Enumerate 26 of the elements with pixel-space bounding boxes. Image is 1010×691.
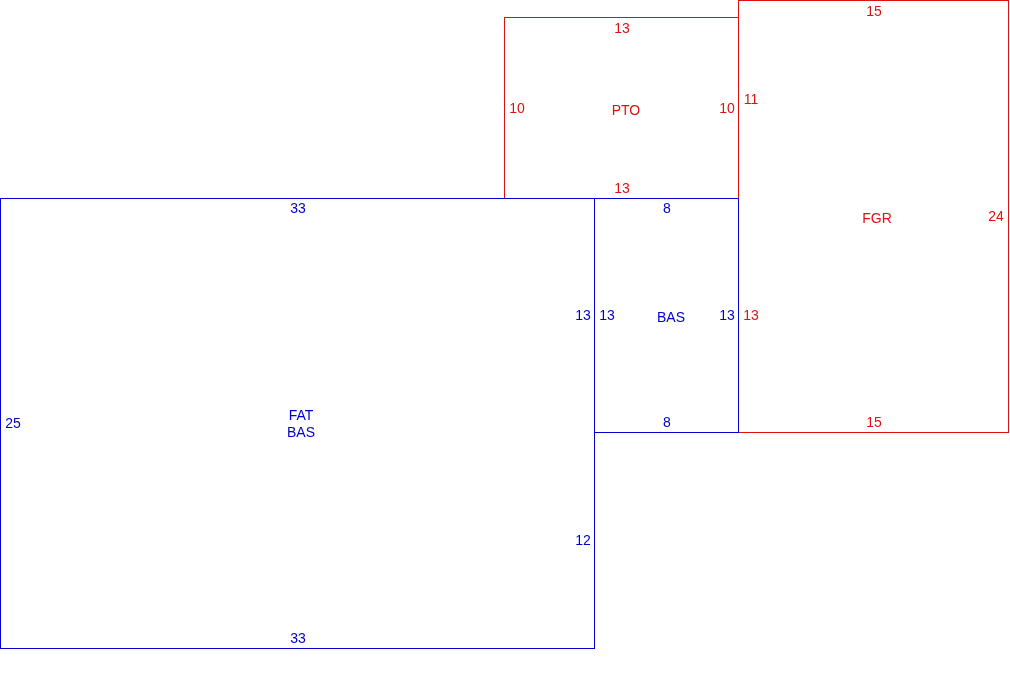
area-name: PTO xyxy=(610,101,642,119)
dimension-label: 24 xyxy=(988,207,1004,225)
dimension-label: 10 xyxy=(719,99,735,117)
area-outline xyxy=(594,198,739,433)
area-outline xyxy=(0,198,595,649)
area-outline xyxy=(504,17,739,199)
dimension-label: 15 xyxy=(866,413,882,431)
dimension-label: 10 xyxy=(509,99,525,117)
area-name: BAS xyxy=(656,308,686,326)
dimension-label: 8 xyxy=(663,413,671,431)
dimension-label: 15 xyxy=(866,2,882,20)
dimension-label: 13 xyxy=(599,306,615,324)
dimension-label: 13 xyxy=(614,179,630,197)
area-outline xyxy=(738,0,1009,433)
dimension-label: 12 xyxy=(575,531,591,549)
dimension-label: 13 xyxy=(614,19,630,37)
dimension-label: 33 xyxy=(290,199,306,217)
area-name: FGR xyxy=(861,209,893,227)
dimension-label: 8 xyxy=(663,199,671,217)
dimension-label: 11 xyxy=(743,90,759,108)
dimension-label: 33 xyxy=(290,629,306,647)
dimension-label: 25 xyxy=(5,414,21,432)
area-name: FAT BAS xyxy=(286,407,316,441)
dimension-label: 13 xyxy=(719,306,735,324)
dimension-label: 13 xyxy=(575,306,591,324)
dimension-label: 13 xyxy=(743,306,759,324)
